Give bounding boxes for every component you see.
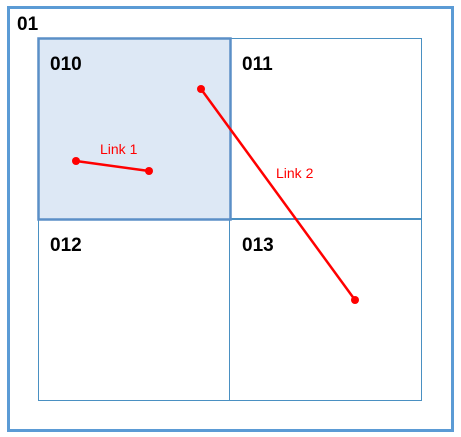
cell-013-label: 013 [242, 235, 274, 256]
cell-012-label: 012 [50, 235, 82, 256]
link-2-end-point [351, 296, 359, 304]
link-1-line [75, 159, 150, 173]
link-1-end-point [145, 167, 153, 175]
link-2 [197, 85, 359, 304]
link-1 [72, 157, 153, 175]
cell-011 [230, 38, 422, 219]
cell-011-label: 011 [242, 54, 273, 75]
outer-region-label: 01 [17, 14, 39, 35]
link-2-start-point [197, 85, 205, 93]
link-2-line [199, 88, 357, 301]
link-1-label: Link 1 [100, 141, 138, 157]
link-2-label: Link 2 [276, 165, 314, 181]
cell-010 [37, 37, 232, 221]
link-1-start-point [72, 157, 80, 165]
cell-010-label: 010 [50, 54, 82, 75]
cell-013 [229, 219, 422, 401]
